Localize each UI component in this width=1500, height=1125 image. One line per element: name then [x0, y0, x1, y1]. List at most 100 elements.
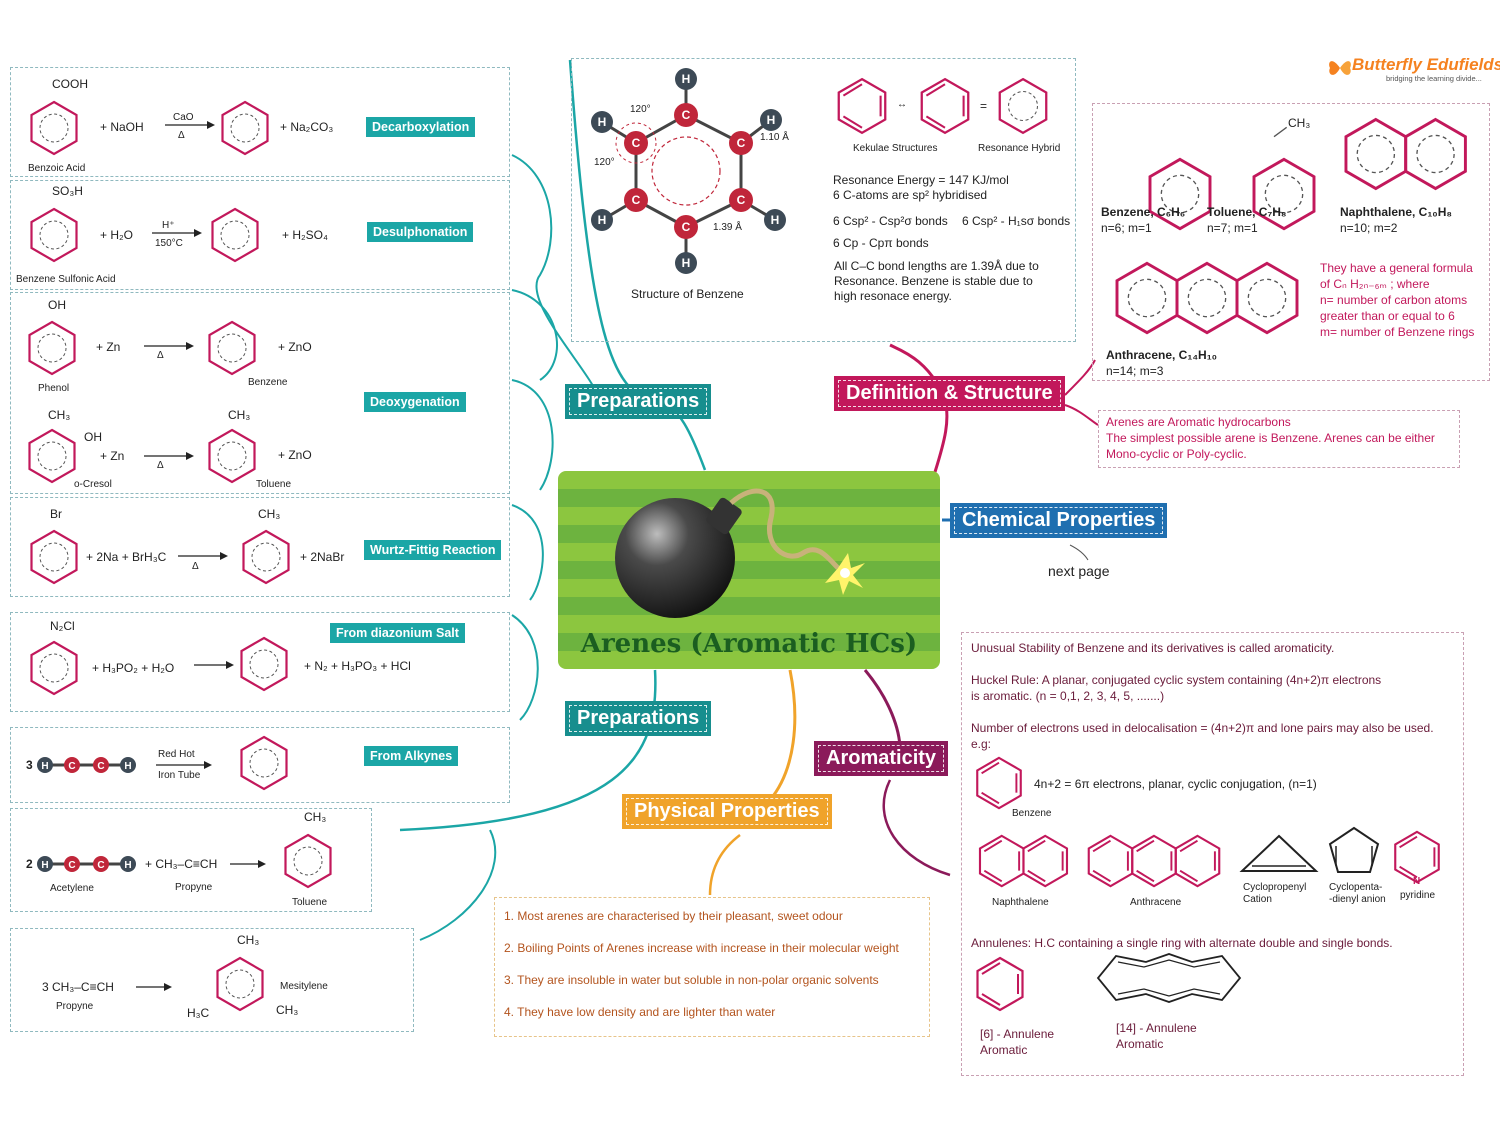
hybrid-label: Resonance Hybrid — [978, 143, 1061, 154]
branch-preparations-top[interactable]: Preparations — [565, 384, 712, 419]
r5-product-sub: CH₃ — [258, 507, 281, 521]
r7-product-ring — [234, 733, 294, 793]
center-title: Arenes (Aromatic HCs) — [580, 629, 918, 659]
reaction-box-decarboxylation — [10, 67, 510, 177]
angle-label-2: 120° — [594, 157, 615, 168]
resonance-energy: Resonance Energy = 147 KJ/mol — [833, 173, 1009, 187]
branch-physical-properties[interactable]: Physical Properties — [622, 794, 832, 829]
aromaticity-line-3: is aromatic. (n = 0,1, 2, 3, 4, 5, .....… — [971, 689, 1165, 703]
annulene-14-label: [14] - Annulene — [1116, 1021, 1197, 1035]
aromatic-anthracene-label: Anthracene — [1130, 897, 1182, 908]
branch-aromaticity[interactable]: Aromaticity — [814, 741, 949, 776]
branch-chemical-properties[interactable]: Chemical Properties — [950, 503, 1168, 538]
r2-cond-bot: 150°C — [155, 238, 183, 249]
example-benzene-name: Benzene, C₆H₆ — [1101, 205, 1186, 219]
r9-sub-bl: H₃C — [187, 1006, 210, 1020]
chemical-properties-note[interactable]: next page — [1048, 563, 1110, 579]
r2-product: + H₂SO₄ — [282, 228, 328, 242]
r3-product-ring — [202, 318, 262, 378]
kekule-ring-2 — [914, 75, 976, 137]
svg-text:C: C — [97, 860, 104, 871]
annulene-definition: Annulenes: H.C containing a single ring … — [971, 936, 1393, 950]
atom-c: C — [624, 131, 648, 155]
branch-definition-structure[interactable]: Definition & Structure — [834, 376, 1065, 411]
r7-coef: 3 — [26, 758, 33, 772]
brand-tagline: bridging the learning divide... — [1386, 74, 1482, 83]
angle-label-1: 120° — [630, 104, 651, 115]
bonds-sigma-cc: 6 Csp² - Csp²σ bonds — [833, 214, 948, 228]
equals-sign: = — [980, 99, 988, 113]
atom-h: H — [760, 109, 782, 131]
r6-reagent: + H₃PO₂ + H₂O — [92, 661, 175, 675]
aromaticity-line-5: e.g: — [971, 737, 992, 751]
r4-cond: Δ — [157, 460, 164, 471]
r3-product-name: Benzene — [248, 377, 288, 388]
cyclopentadienyl-label-2: -dienyl anion — [1329, 894, 1386, 905]
ch-bond-length: 1.10 Å — [760, 132, 789, 143]
example-benzene-nm: n=6; m=1 — [1101, 221, 1152, 235]
r1-product: + Na₂CO₃ — [280, 120, 334, 134]
r5-byproduct: + 2NaBr — [300, 550, 345, 564]
butterfly-icon — [1329, 61, 1351, 75]
r4-product-name: Toluene — [256, 479, 292, 490]
r3-byproduct: + ZnO — [278, 340, 312, 354]
example-anthracene-nm: n=14; m=3 — [1106, 364, 1164, 378]
cyclopropenyl-cation-icon — [1239, 834, 1319, 872]
atom-h: H — [675, 252, 697, 274]
r9-product-ring — [210, 954, 270, 1014]
r1-cond-bot: Δ — [178, 130, 185, 141]
definition-line-1: Arenes are Aromatic hydrocarbons — [1106, 415, 1291, 429]
r4-substituent-2: OH — [84, 430, 102, 444]
cyclopentadienyl-label-1: Cyclopenta- — [1329, 882, 1383, 893]
svg-text:H: H — [41, 860, 48, 871]
r4-substituent-1: CH₃ — [48, 408, 71, 422]
example-naphthalene-name: Naphthalene, C₁₀H₈ — [1340, 205, 1453, 219]
r9-sub-top: CH₃ — [237, 933, 260, 947]
aromaticity-line-1: Unusual Stability of Benzene and its der… — [971, 641, 1335, 655]
r9-reactant: 3 CH₃–C≡CH — [42, 980, 114, 994]
r1-reactant-group: COOH — [52, 77, 88, 91]
kekule-ring-1 — [831, 75, 893, 137]
pyridine-label: pyridine — [1400, 890, 1436, 901]
brand-name: Butterfly Edufields — [1352, 55, 1500, 74]
r8-arrow — [230, 860, 266, 868]
r5-product-ring — [236, 527, 296, 587]
r8-acetylene-molecule: H C C H — [37, 856, 136, 872]
r1-arrow — [165, 121, 215, 129]
formula-line-3: n= number of carbon atoms — [1320, 293, 1468, 307]
reaction-box-deoxygenation — [10, 292, 510, 494]
atom-c: C — [674, 103, 698, 127]
atom-c: C — [729, 131, 753, 155]
r2-reactant-name: Benzene Sulfonic Acid — [16, 274, 116, 285]
r6-reactant-group: N₂Cl — [50, 619, 75, 633]
r8-product-sub: CH₃ — [304, 810, 327, 824]
resonance-hybrid-ring — [992, 75, 1054, 137]
tag-deoxygenation: Deoxygenation — [364, 392, 466, 412]
r6-product-ring — [234, 634, 294, 694]
r2-benzene-ring — [24, 205, 84, 265]
definition-line-3: Mono-cyclic or Poly-cyclic. — [1106, 447, 1247, 461]
branch-preparations-bottom[interactable]: Preparations — [565, 701, 712, 736]
benzene-ball-stick-model — [601, 78, 776, 263]
r3-reactant-group: OH — [48, 298, 66, 312]
physical-property-3: 3. They are insoluble in water but solub… — [504, 973, 879, 987]
svg-text:C: C — [97, 761, 104, 772]
aromatic-naphthalene — [978, 834, 1069, 888]
r8-plus-propyne: + CH₃–C≡CH — [145, 857, 218, 871]
atom-h: H — [764, 209, 786, 231]
bomb-icon — [615, 488, 865, 618]
r5-reagent: + 2Na + BrH₃C — [86, 550, 167, 564]
r3-reagent: + Zn — [96, 340, 121, 354]
formula-line-1: They have a general formula — [1320, 261, 1473, 275]
r9-arrow — [136, 983, 172, 991]
r6-arrow — [194, 661, 234, 669]
r6-byproduct: + N₂ + H₃PO₃ + HCl — [304, 659, 411, 673]
atom-h: H — [591, 111, 613, 133]
r4-arrow — [144, 452, 194, 460]
r1-benzene-ring — [24, 98, 84, 158]
center-node[interactable]: Arenes (Aromatic HCs) — [558, 471, 940, 669]
r3-reactant-name: Phenol — [38, 383, 70, 394]
svg-text:H: H — [41, 761, 48, 772]
example-naphthalene-rings — [1344, 118, 1467, 190]
r2-cond-top: H⁺ — [162, 220, 175, 231]
